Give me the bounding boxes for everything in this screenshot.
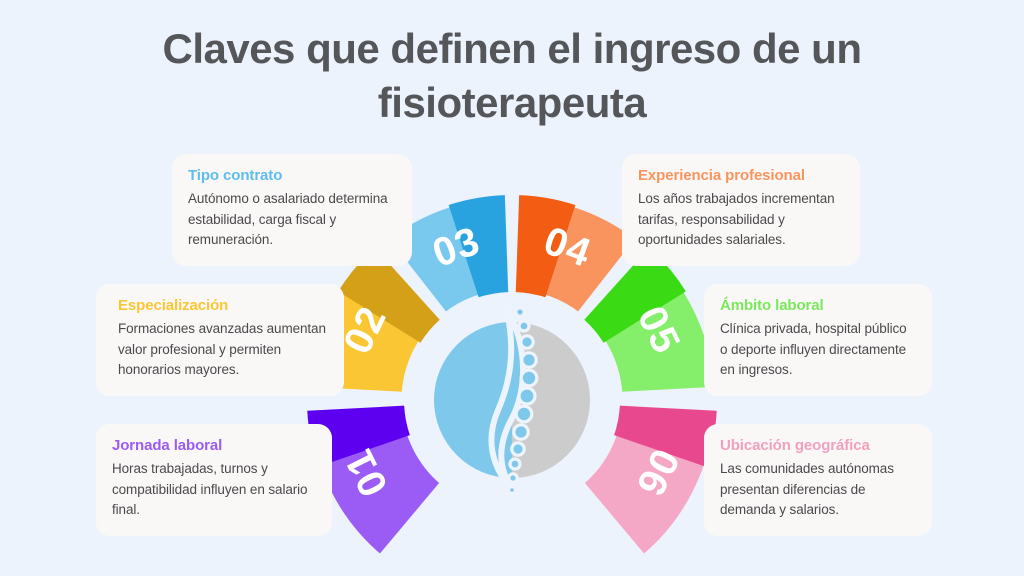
info-card-especializacion[interactable]: Especialización Formaciones avanzadas au… <box>96 284 344 396</box>
info-card-experiencia-profesional[interactable]: Experiencia profesional Los años trabaja… <box>622 154 860 266</box>
spine-vertebra-dot <box>517 386 537 406</box>
info-card-text: Autónomo o asalariado determina estabili… <box>188 191 388 248</box>
info-card-title: Ubicación geográfica <box>720 437 870 454</box>
spine-vertebra-dot <box>514 306 526 318</box>
arc-segment-accent <box>614 405 717 467</box>
info-card-title: Experiencia profesional <box>638 167 805 184</box>
arc-segment-accent <box>338 247 440 343</box>
info-card-tipo-contrato[interactable]: Tipo contrato Autónomo o asalariado dete… <box>172 154 412 266</box>
arc-segment-01[interactable]: 01 <box>304 403 446 560</box>
info-card-text: Los años trabajados incrementan tarifas,… <box>638 191 835 248</box>
info-card-ambito-laboral[interactable]: Ámbito laboral Clínica privada, hospital… <box>704 284 932 396</box>
arc-segment-accent <box>584 247 686 343</box>
info-card-text: Formaciones avanzadas aumentan valor pro… <box>118 321 326 378</box>
info-card-text: Horas trabajadas, turnos y compatibilida… <box>112 461 308 518</box>
arc-segment-05[interactable]: 05 <box>581 245 720 397</box>
spine-vertebra-dot <box>514 404 534 424</box>
spine-vertebra-dot <box>512 423 530 441</box>
info-card-text: Clínica privada, hospital público o depo… <box>720 321 907 378</box>
arc-segment-04[interactable]: 04 <box>513 192 641 318</box>
arc-segment-03[interactable]: 03 <box>383 192 511 318</box>
page-title: Claves que definen el ingreso de un fisi… <box>162 25 862 126</box>
spine-vertebra-dot <box>519 334 535 350</box>
spine-vertebra-dot <box>508 457 522 471</box>
info-card-title: Especialización <box>118 297 229 314</box>
arc-segment-06[interactable]: 06 <box>578 403 720 560</box>
spine-vertebra-dot <box>517 319 531 333</box>
info-card-text: Las comunidades autónomas presentan dife… <box>720 461 894 518</box>
spine-illustration <box>434 305 590 496</box>
arc-segment-accent <box>515 195 576 298</box>
info-card-title: Ámbito laboral <box>720 297 824 314</box>
spine-vertebra-dot <box>519 368 539 388</box>
spine-vertebra-dot <box>510 441 526 457</box>
spine-vertebra-dot <box>507 472 519 484</box>
arc-segment-accent <box>448 195 509 298</box>
info-card-title: Tipo contrato <box>188 167 283 184</box>
arc-segment-accent <box>307 405 410 467</box>
spine-vertebra-dot <box>520 351 538 369</box>
info-card-jornada-laboral[interactable]: Jornada laboral Horas trabajadas, turnos… <box>96 424 332 536</box>
info-card-title: Jornada laboral <box>112 437 223 454</box>
spine-vertebra-dot <box>507 485 518 496</box>
info-card-ubicacion-geografica[interactable]: Ubicación geográfica Las comunidades aut… <box>704 424 932 536</box>
